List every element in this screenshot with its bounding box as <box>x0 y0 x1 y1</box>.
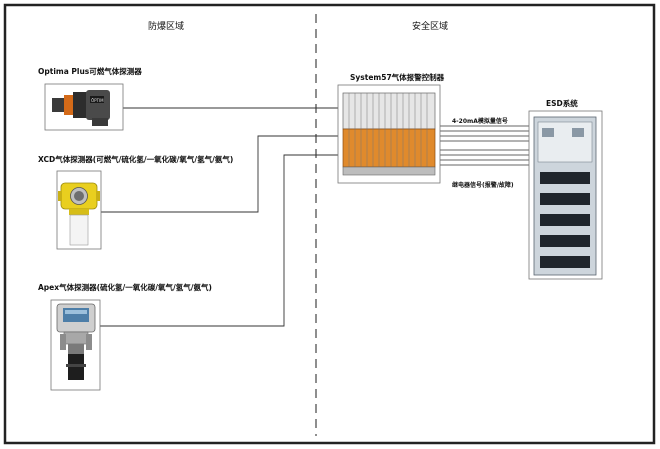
controller-label: System57气体报警控制器 <box>350 73 445 82</box>
esd-label: ESD系统 <box>546 99 578 108</box>
controller-image <box>337 84 441 184</box>
analog-signal-lines <box>440 125 529 142</box>
optima-label: Optima Plus可燃气体探测器 <box>38 67 142 76</box>
apex-detector-image <box>50 299 101 391</box>
apex-link <box>100 154 338 327</box>
hazardous-zone-label: 防爆区域 <box>148 22 185 32</box>
apex-label: Apex气体探测器(硫化氢/一氧化碳/氧气/氢气/氨气) <box>38 283 212 292</box>
outer-border <box>3 3 656 445</box>
xcd-detector-image <box>56 170 102 250</box>
svg-text:ÖPTIM: ÖPTIM <box>91 98 104 103</box>
analog-signal-label: 4-20mA模拟量信号 <box>452 118 508 125</box>
xcd-label: XCD气体探测器(可燃气/硫化氢/一氧化碳/氧气/氢气/氨气) <box>38 155 234 164</box>
safe-zone-label: 安全区域 <box>412 22 449 32</box>
xcd-link <box>95 135 338 213</box>
relay-signal-label: 继电器信号(报警/故障) <box>452 182 514 189</box>
relay-signal-lines <box>440 149 529 166</box>
optima-detector-image: ÖPTIM <box>44 83 124 131</box>
esd-cabinet-image <box>528 110 603 280</box>
